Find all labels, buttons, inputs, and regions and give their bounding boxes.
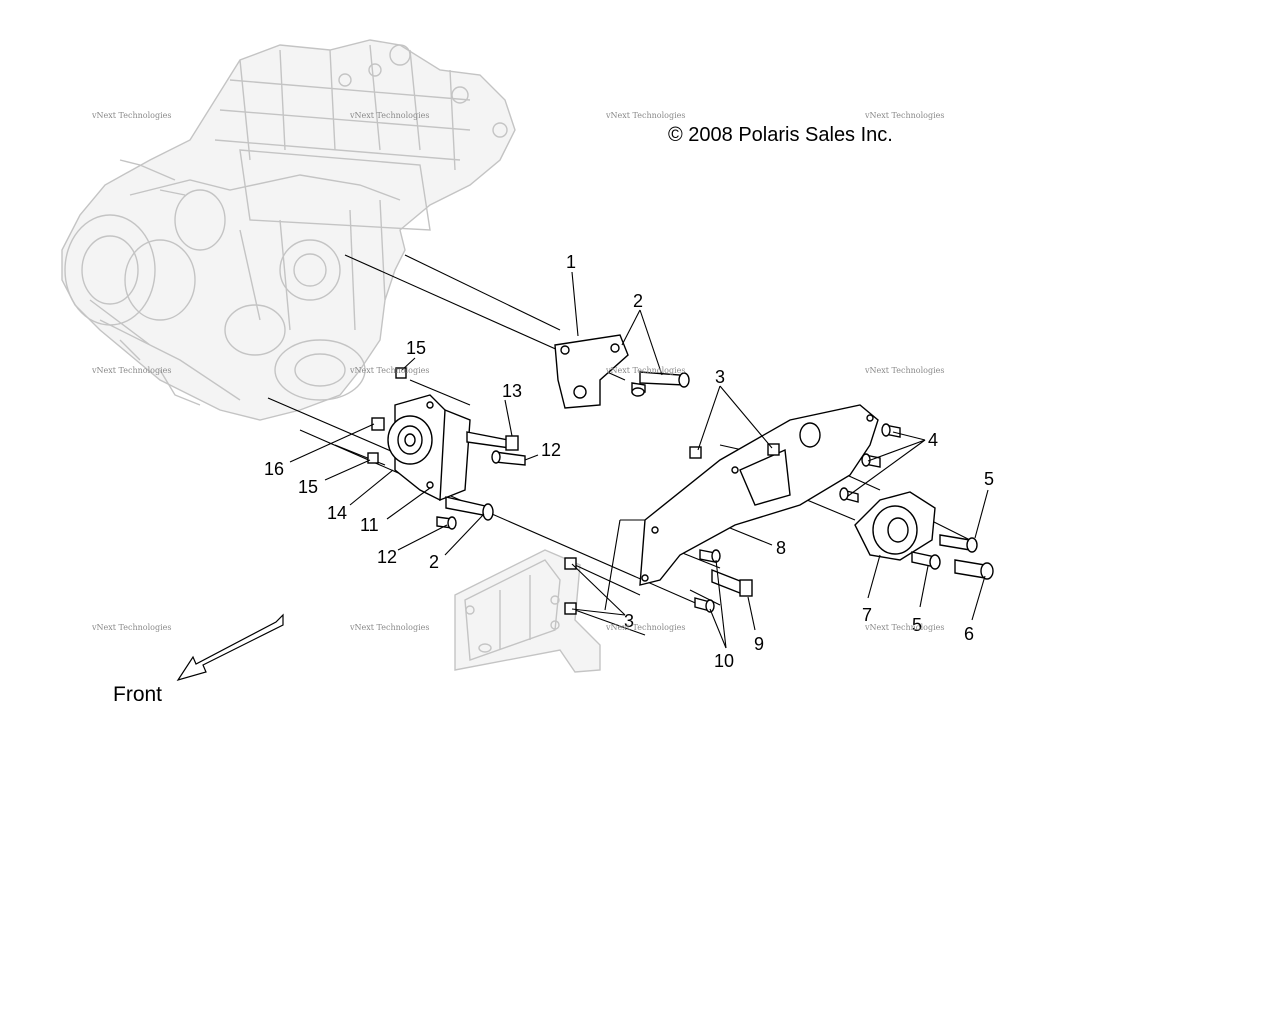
callout-2-upper: 2 [633,291,643,311]
frame-bracket-illustration [454,549,601,673]
watermark: vNext Technologies [605,111,685,120]
engine-illustration [61,39,516,421]
front-label: Front [113,683,162,706]
callout-16: 16 [264,459,284,479]
part-7-rear-isolator [854,491,936,561]
watermark: vNext Technologies [349,111,429,120]
callout-leaders [289,271,989,649]
callout-5-lower: 5 [912,615,922,635]
watermark: vNext Technologies [864,366,944,375]
watermark: vNext Technologies [605,623,685,632]
part-13-bolt [466,431,519,451]
callout-numbers: 1 2 3 4 5 8 7 5 6 9 10 3 15 13 12 16 15 … [264,252,994,671]
callout-10: 10 [714,651,734,671]
part-16-nut [371,417,385,431]
part-8-rear-mount-bracket [639,404,879,586]
part-5-bolts [911,534,978,570]
part-15-nuts [367,367,407,464]
callout-14: 14 [327,503,347,523]
callout-1: 1 [566,252,576,272]
callout-3-upper: 3 [715,367,725,387]
front-direction-arrow: Front [113,613,284,706]
part-14-rubber-isolator [387,415,433,465]
watermark: vNext Technologies [864,111,944,120]
part-2-bolts-upper [631,371,690,397]
callout-13: 13 [502,381,522,401]
callout-3-lower: 3 [624,611,634,631]
part-3-nuts [564,443,780,615]
callout-15-lower: 15 [298,477,318,497]
callout-11: 11 [360,515,379,535]
callout-8: 8 [776,538,786,558]
callout-15-upper: 15 [406,338,426,358]
callout-5-upper: 5 [984,469,994,489]
watermark: vNext Technologies [864,623,944,632]
callout-12-upper: 12 [541,440,561,460]
callout-7: 7 [862,605,872,625]
part-4-bolts [839,423,901,503]
watermark: vNext Technologies [349,366,429,375]
watermarks: vNext Technologies vNext Technologies vN… [91,111,944,632]
copyright-text: © 2008 Polaris Sales Inc. [668,124,893,146]
watermark: vNext Technologies [349,623,429,632]
watermark: vNext Technologies [91,623,171,632]
watermark: vNext Technologies [91,366,171,375]
callout-12-lower: 12 [377,547,397,567]
part-12-bolts [436,450,526,530]
part-1-engine-bracket [554,334,629,409]
part-2-bolt-lower [445,496,494,521]
callout-2-lower: 2 [429,552,439,572]
callout-9: 9 [754,634,764,654]
callout-4: 4 [928,430,938,450]
watermark: vNext Technologies [605,366,685,375]
part-6-bolt [954,559,994,580]
part-9-bolt [711,568,753,597]
part-10-bolts [694,549,721,613]
callout-6: 6 [964,624,974,644]
watermark: vNext Technologies [91,111,171,120]
